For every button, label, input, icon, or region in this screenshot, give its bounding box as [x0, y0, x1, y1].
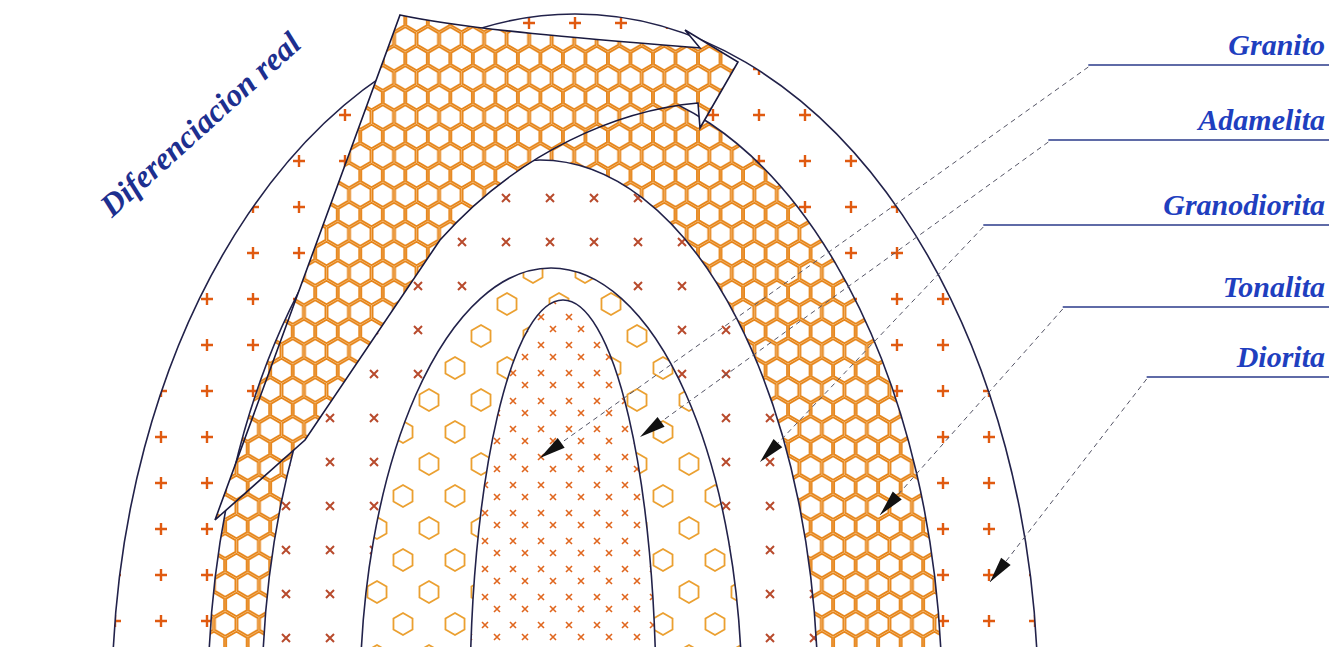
leader-line [640, 142, 1048, 437]
tonalite-zone [360, 268, 742, 647]
label-underline [1063, 306, 1329, 307]
label-underline [983, 224, 1329, 225]
rock-name: Adamelita [1198, 103, 1325, 136]
rock-name: Granito [1228, 28, 1325, 61]
leader-line [760, 227, 983, 462]
rock-name: Tonalita [1223, 270, 1325, 303]
leader-arrowhead [640, 417, 665, 437]
leader-arrowhead [990, 558, 1011, 582]
granite-zone [112, 14, 1038, 647]
label-underline [1147, 376, 1329, 377]
leader-line [540, 67, 1088, 458]
label-underline [1048, 139, 1329, 140]
label-underline [1088, 64, 1329, 65]
diorite-zone [470, 300, 656, 647]
leader-arrowhead [540, 438, 565, 458]
leader-line [880, 309, 1063, 515]
rock-name: Granodiorita [1163, 188, 1325, 221]
rock-name: Diorita [1237, 340, 1325, 373]
leader-arrowhead [880, 492, 902, 515]
differentiation-arrow [215, 15, 738, 520]
leader-arrowhead [760, 439, 782, 462]
leader-line [990, 379, 1147, 582]
